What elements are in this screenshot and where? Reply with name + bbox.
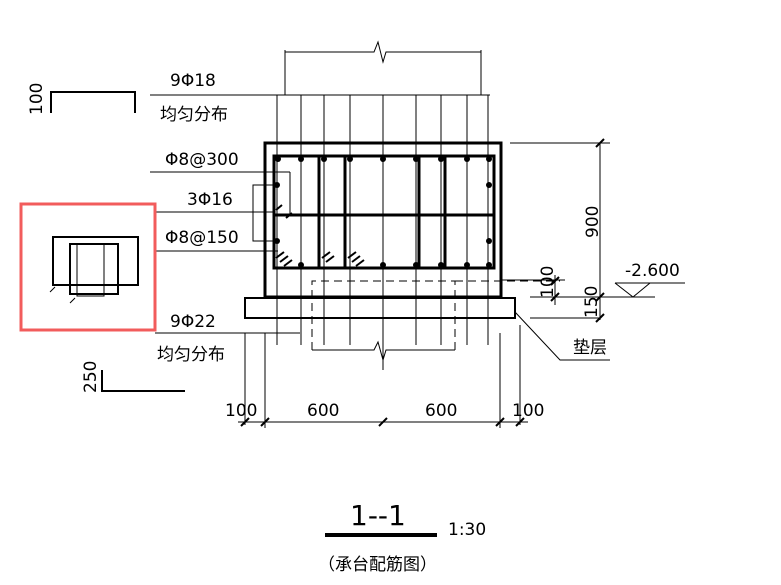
column-break-lines [284, 40, 482, 95]
rebar-cage [272, 154, 496, 270]
dim-bottom-4: 100 [512, 401, 544, 421]
stirrup-bottom-label: Φ8@150 [165, 228, 239, 248]
hook-bottom-dim: 250 [81, 361, 101, 393]
dim-bottom-2: 600 [307, 401, 339, 421]
elevation-label: -2.600 [625, 261, 680, 281]
dim-900: 900 [583, 206, 603, 238]
cushion-layer [244, 297, 516, 319]
hook-top-shape [50, 91, 136, 113]
top-rebar-note: 均匀分布 [160, 105, 228, 125]
hook-top-dim: 100 [27, 83, 47, 115]
top-rebar-label: 9Φ18 [170, 71, 216, 91]
elevation-marker-icon [614, 282, 652, 298]
cushion-leader [514, 311, 610, 361]
stirrup-detail [49, 236, 139, 304]
dim-150: 150 [582, 286, 602, 318]
dim-bottom-3: 600 [425, 401, 457, 421]
section-title: 1--1 [350, 499, 406, 532]
cushion-label: 垫层 [573, 338, 607, 358]
stirrup-top-label: Φ8@300 [165, 150, 239, 170]
side-rebar-label: 3Φ16 [187, 190, 233, 210]
section-caption: （承台配筋图） [318, 555, 437, 575]
dim-bottom-1: 100 [225, 401, 257, 421]
bottom-rebar-note: 均匀分布 [157, 345, 225, 365]
section-scale: 1:30 [448, 520, 486, 540]
hook-bottom-shape [101, 370, 185, 392]
vertical-rebar-lines [276, 95, 489, 370]
dim-100-vertical: 100 [538, 266, 558, 298]
bottom-rebar-label: 9Φ22 [170, 312, 216, 332]
highlight-box [19, 202, 157, 332]
